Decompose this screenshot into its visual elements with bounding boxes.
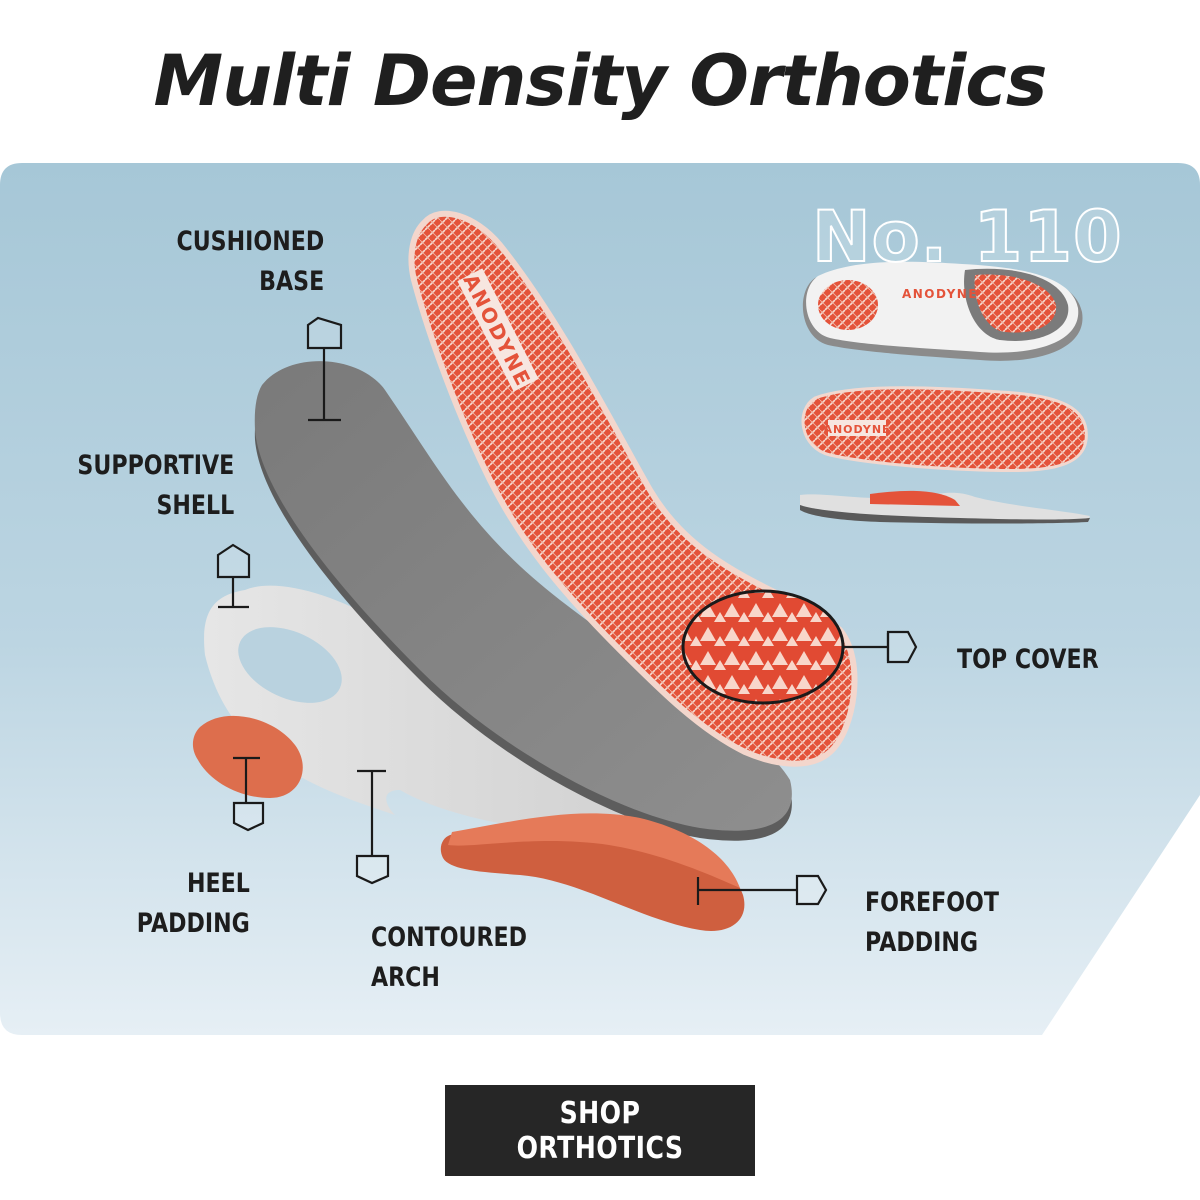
product-view-side: ANODYNE — [801, 386, 1088, 473]
callout-lines — [216, 316, 918, 906]
supportive-shell-layer — [254, 361, 792, 831]
svg-text:ANODYNE: ANODYNE — [823, 423, 890, 436]
exploded-diagram: ANODYNE ANODYNE ANODYNE — [0, 163, 1200, 1035]
svg-text:ANODYNE: ANODYNE — [902, 287, 978, 301]
model-number-badge: No. 110 — [811, 195, 1123, 279]
top-cover-magnifier — [681, 589, 845, 705]
page-title: Multi Density Orthotics — [153, 40, 1048, 122]
label-top-cover: TOP COVER — [957, 644, 1099, 675]
shop-orthotics-button[interactable]: SHOP ORTHOTICS — [445, 1085, 755, 1176]
product-view-top: ANODYNE — [802, 261, 1083, 361]
shop-orthotics-label: SHOP ORTHOTICS — [516, 1095, 684, 1166]
arch-cutout — [238, 627, 342, 703]
product-view-profile — [800, 490, 1090, 524]
